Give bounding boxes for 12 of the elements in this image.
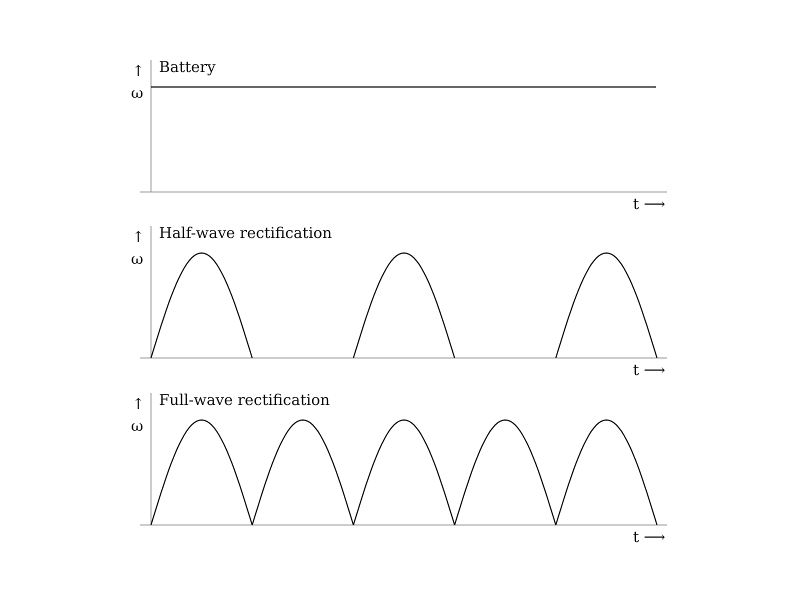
axis-arrow-label: ↑ — [132, 228, 145, 246]
axis-label: ω — [131, 417, 144, 435]
axis-arrow-label: ↑ — [132, 62, 145, 80]
axis-label: t ⟶ — [633, 528, 666, 546]
plot-title: Half-wave rectification — [159, 224, 332, 242]
axis-label: t ⟶ — [633, 195, 666, 213]
plot-title: Full-wave rectification — [159, 391, 330, 409]
plot-title: Battery — [159, 58, 216, 76]
axis-label: ω — [131, 250, 144, 268]
axis-label: t ⟶ — [633, 361, 666, 379]
axis-label: ω — [131, 84, 144, 102]
axis-arrow-label: ↑ — [132, 395, 145, 413]
